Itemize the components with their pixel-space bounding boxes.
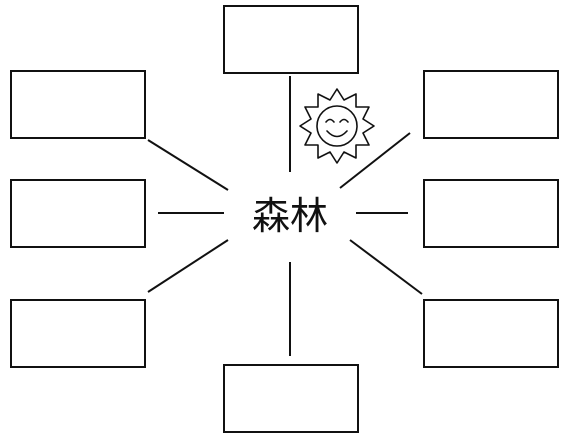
answer-box-upper-right[interactable] <box>423 70 559 139</box>
connector-lower-right <box>349 239 423 295</box>
answer-box-lower-left[interactable] <box>10 299 146 368</box>
answer-box-middle-right[interactable] <box>423 179 559 248</box>
answer-box-lower-right[interactable] <box>423 299 559 368</box>
answer-box-upper-left[interactable] <box>10 70 146 139</box>
answer-box-middle-left[interactable] <box>10 179 146 248</box>
answer-box-top[interactable] <box>223 5 359 74</box>
smiling-sun-icon <box>299 88 375 164</box>
connector-lower-left <box>147 239 229 293</box>
connector-upper-right <box>339 132 411 189</box>
connector-upper-left <box>147 139 229 191</box>
center-topic: 森林 <box>252 194 328 238</box>
answer-box-bottom[interactable] <box>223 364 359 433</box>
